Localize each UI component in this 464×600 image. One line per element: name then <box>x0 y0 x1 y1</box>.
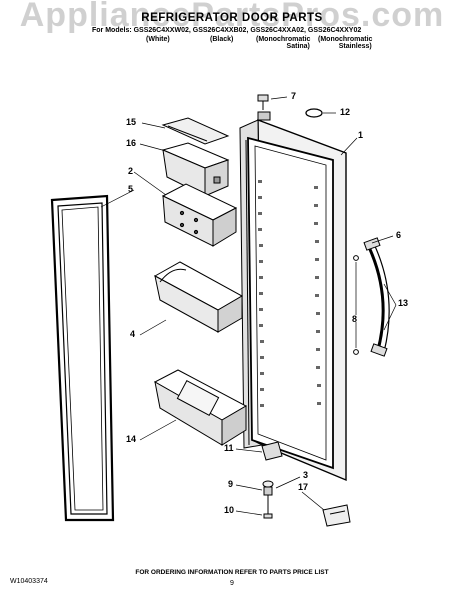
variant-black: (Black) <box>210 36 234 43</box>
variant-white: (White) <box>146 36 170 43</box>
callout-4: 4 <box>130 329 136 339</box>
models-line: For Models: GSS26C4XXW02, GSS26C4XXB02, … <box>92 27 362 34</box>
top-screw <box>257 94 271 121</box>
page-title: REFRIGERATOR DOOR PARTS <box>141 12 323 24</box>
callout-3: 3 <box>303 470 309 480</box>
callout-17: 17 <box>298 482 309 492</box>
callout-6: 6 <box>396 230 402 240</box>
door-gasket <box>50 194 115 522</box>
door-panel <box>239 118 347 482</box>
callout-8: 8 <box>352 314 358 324</box>
dairy-bin <box>161 142 230 197</box>
callout-14: 14 <box>126 434 137 444</box>
callout-7: 7 <box>291 91 297 101</box>
document-number: W10403374 <box>10 578 48 585</box>
bottom-door-bin <box>153 369 248 446</box>
plug-cap <box>305 108 323 118</box>
callout-12: 12 <box>340 107 351 117</box>
ordering-note: FOR ORDERING INFORMATION REFER TO PARTS … <box>135 569 329 576</box>
callout-10: 10 <box>224 505 235 515</box>
callout-15: 15 <box>126 117 137 127</box>
callout-16: 16 <box>126 138 137 148</box>
callout-2: 2 <box>128 166 134 176</box>
callout-11: 11 <box>224 443 234 453</box>
leader-lines <box>100 96 397 516</box>
callout-9: 9 <box>228 479 234 489</box>
door-handle <box>353 237 390 357</box>
door-peg-holes <box>258 180 321 407</box>
hinge-parts <box>261 441 351 527</box>
callout-5: 5 <box>128 184 134 194</box>
callout-13: 13 <box>398 298 409 308</box>
page-number: 9 <box>230 580 234 587</box>
large-door-bin <box>153 261 244 333</box>
small-door-bin <box>161 183 238 247</box>
callout-1: 1 <box>358 130 364 140</box>
dairy-door <box>161 117 230 145</box>
